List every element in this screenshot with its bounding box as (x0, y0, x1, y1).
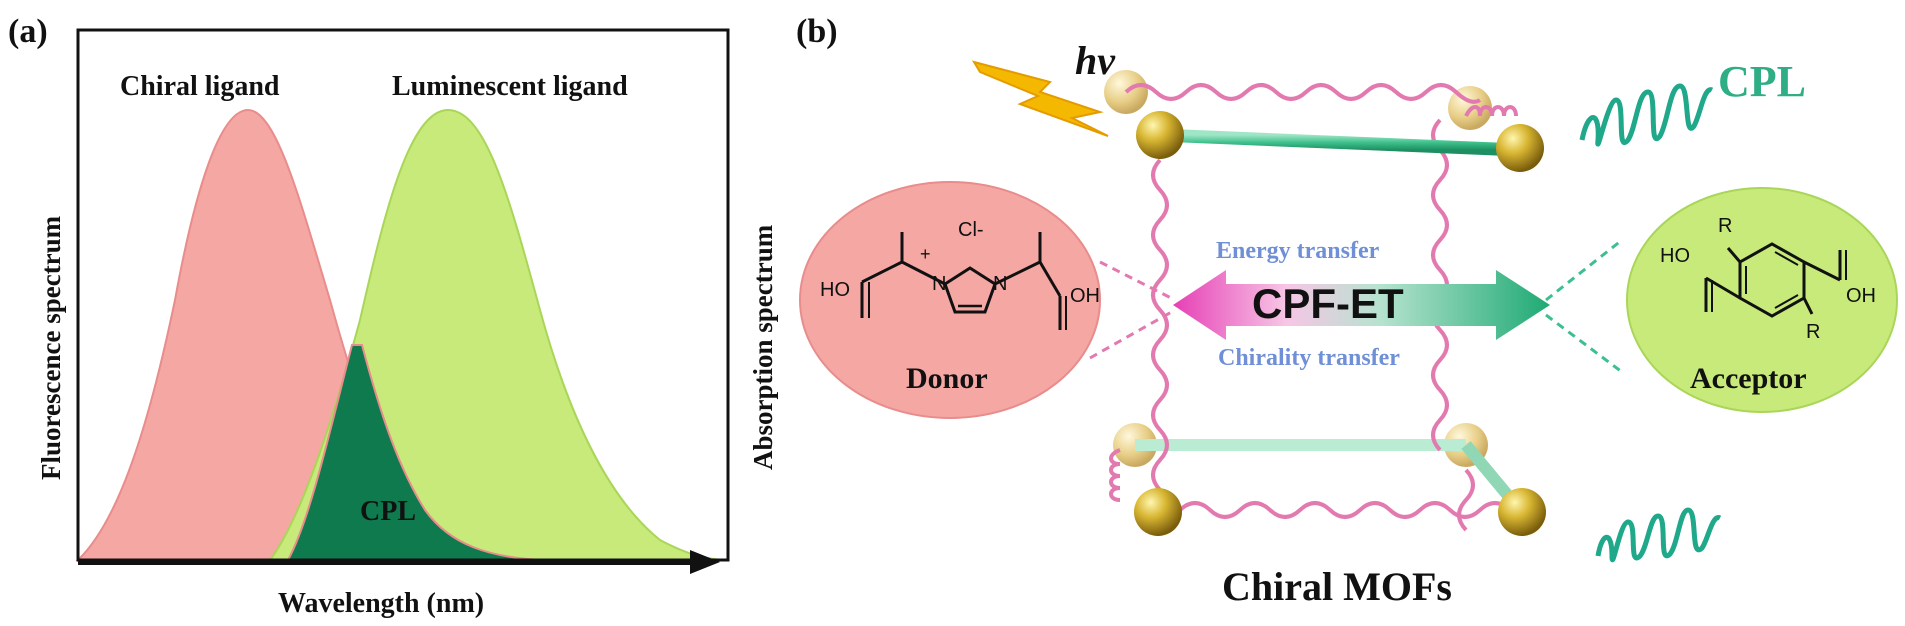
acceptor-ho-label: HO (1660, 245, 1690, 267)
benzene-double-3 (1774, 294, 1799, 309)
bond-left-carboxyl (861, 260, 903, 284)
cpl-helix-bottom (1595, 507, 1722, 563)
acceptor-connector-lower (1545, 313, 1623, 374)
cpl-overlap-label: CPL (360, 496, 416, 527)
donor-label: Donor (906, 362, 988, 395)
charge-plus-label: + (920, 244, 931, 264)
bond-right-chain (994, 260, 1041, 286)
chiral-mofs-label: Chiral MOFs (1222, 564, 1452, 609)
cpl-emission-label: CPL (1718, 57, 1806, 106)
cpl-helix-top (1579, 83, 1714, 147)
bond-r-bottom (1802, 297, 1814, 315)
pink-coil-bottom-right (1457, 468, 1475, 532)
node-ball-front-bottom-right (1498, 488, 1546, 536)
donor-oh-label: OH (1070, 285, 1100, 307)
acceptor-label: Acceptor (1690, 362, 1807, 395)
acceptor-bubble: R R HO OH Acceptor (1626, 187, 1898, 413)
acceptor-r-top: R (1718, 215, 1732, 237)
cpl-overlap-region (286, 344, 546, 561)
panel-b: (b) hν Energy transfer CPF-ET C (796, 13, 1898, 609)
node-ball-front-top-left (1136, 111, 1184, 159)
y-axis-right-label: Absorption spectrum (748, 224, 778, 470)
pink-chain-top (1124, 83, 1482, 104)
luminescent-ligand-label: Luminescent ligand (392, 71, 628, 102)
donor-connector-lower (1089, 308, 1176, 360)
donor-ho-label: HO (820, 279, 850, 301)
cpf-et-label: CPF-ET (1252, 280, 1404, 327)
panel-a-label: (a) (8, 13, 48, 50)
cpf-et-double-arrow (1173, 270, 1550, 340)
acceptor-connector-upper (1545, 238, 1623, 302)
node-ball-front-bottom-left (1134, 488, 1182, 536)
panel-a: (a) CPL Chiral ligand Luminescent ligand… (8, 13, 778, 619)
energy-transfer-label: Energy transfer (1216, 238, 1380, 264)
pink-chain-bottom (1178, 501, 1532, 521)
hv-label: hν (1075, 38, 1116, 83)
lightning-bolt-icon (971, 60, 1109, 137)
benzene-double-2 (1774, 251, 1799, 266)
nitrogen-right-label: N (993, 273, 1007, 295)
bond-right-carboxyl (1038, 261, 1062, 297)
donor-connector-upper (1099, 260, 1176, 302)
pink-coil-top-right (1464, 105, 1518, 117)
donor-bubble: Cl- + N N HO OH Donor (799, 181, 1101, 419)
bond-cooh-right (1803, 260, 1841, 282)
panel-b-label: (b) (796, 13, 838, 50)
chloride-label: Cl- (958, 219, 984, 241)
acceptor-oh-label: OH (1846, 285, 1876, 307)
nitrogen-left-label: N (932, 273, 946, 295)
rod-front-top (1159, 128, 1521, 157)
x-axis-arrowhead (690, 550, 720, 574)
chirality-transfer-label: Chirality transfer (1218, 345, 1400, 371)
bond-r-top (1726, 247, 1742, 263)
y-axis-left-label: Fluorescence spectrum (36, 215, 66, 480)
acceptor-r-bottom: R (1806, 321, 1820, 343)
x-axis-label: Wavelength (nm) (278, 588, 484, 619)
node-ball-front-top-right (1496, 124, 1544, 172)
pink-coil-bottom-left (1109, 448, 1121, 502)
imidazolium-ring (943, 266, 997, 314)
chiral-ligand-label: Chiral ligand (120, 71, 280, 102)
acceptor-ellipse (1626, 187, 1898, 413)
bond-left-chain (901, 260, 946, 286)
